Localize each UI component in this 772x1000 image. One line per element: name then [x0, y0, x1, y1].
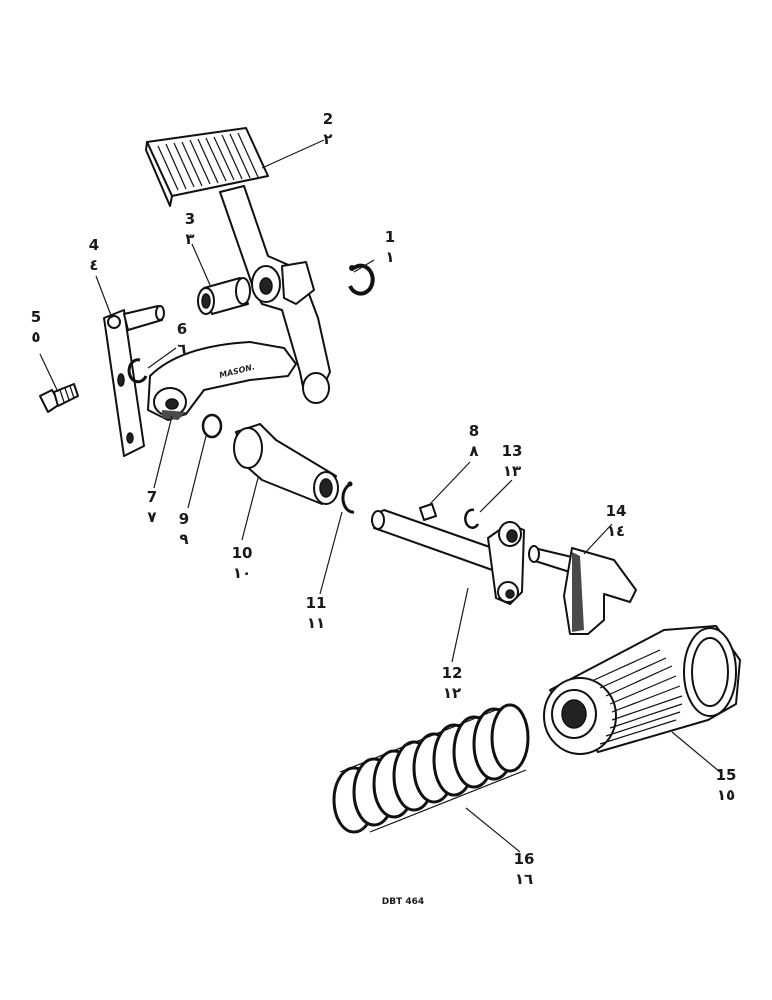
- callout-1: 1 ١: [385, 228, 395, 266]
- part-15-splined-hub: [543, 625, 741, 755]
- callout-12: 12 ١٢: [442, 664, 463, 702]
- callout-13: 13 ١٣: [502, 442, 523, 480]
- callout-number: 3: [185, 210, 195, 228]
- callout-number: 11: [306, 594, 327, 612]
- part-13-clip: [464, 508, 480, 529]
- callout-arabic: ٩: [179, 530, 188, 548]
- callout-arabic: ١: [385, 248, 394, 266]
- callout-arabic: ٣: [185, 230, 194, 248]
- callout-number: 12: [442, 664, 463, 682]
- callout-number: 1: [385, 228, 395, 246]
- callout-number: 14: [606, 502, 627, 520]
- callout-number: 9: [179, 510, 189, 528]
- part-12-cross-shaft: [371, 509, 525, 605]
- callout-arabic: ١٥: [717, 786, 735, 804]
- callout-number: 7: [147, 488, 157, 506]
- callout-number: 16: [514, 850, 535, 868]
- leader-lines: [39, 139, 721, 853]
- callout-8: 8 ٨: [469, 422, 479, 460]
- callout-arabic: ١١: [307, 614, 325, 632]
- part-1-circlip: [348, 263, 375, 296]
- part-9-ring: [201, 413, 223, 439]
- callout-4: 4 ٤: [89, 236, 99, 274]
- part-16-spring: [332, 703, 530, 834]
- callout-3: 3 ٣: [185, 210, 195, 248]
- callout-arabic: ١٤: [607, 522, 625, 540]
- part-11-circlip: [341, 481, 355, 514]
- callout-arabic: ٤: [89, 256, 98, 274]
- part-2-clutch-pedal: [145, 127, 331, 404]
- callout-number: 6: [177, 320, 187, 338]
- callout-number: 5: [31, 308, 41, 326]
- callout-11: 11 ١١: [306, 594, 327, 632]
- callout-arabic: ١٦: [515, 870, 533, 888]
- part-14-fork: [528, 545, 637, 635]
- callout-arabic: ١٢: [443, 684, 461, 702]
- callout-arabic: ٧: [147, 508, 156, 526]
- callout-arabic: ١٠: [233, 564, 251, 582]
- callout-arabic: ٢: [323, 130, 332, 148]
- callout-15: 15 ١٥: [716, 766, 737, 804]
- callout-number: 8: [469, 422, 479, 440]
- callout-arabic: ٨: [469, 442, 478, 460]
- part-8-key: [419, 503, 437, 521]
- callout-number: 2: [323, 110, 333, 128]
- callout-arabic: ٦: [177, 340, 186, 358]
- callout-number: 4: [89, 236, 99, 254]
- callout-16: 16 ١٦: [514, 850, 535, 888]
- callout-number: 10: [232, 544, 253, 562]
- callout-number: 13: [502, 442, 523, 460]
- drawing-reference: DBT 464: [382, 897, 424, 907]
- callout-2: 2 ٢: [323, 110, 333, 148]
- callout-14: 14 ١٤: [606, 502, 627, 540]
- callout-arabic: ٥: [31, 328, 40, 346]
- callout-10: 10 ١٠: [232, 544, 253, 582]
- part-7-lever: MASON.: [147, 341, 297, 421]
- part-3-bush: [197, 277, 251, 315]
- part-10-sleeve: [233, 423, 339, 505]
- part-4-link: [103, 305, 165, 457]
- callout-9: 9 ٩: [179, 510, 189, 548]
- part-5-bolt: [39, 383, 79, 413]
- callout-5: 5 ٥: [31, 308, 41, 346]
- callout-7: 7 ٧: [147, 488, 157, 526]
- callout-number: 15: [716, 766, 737, 784]
- part-6-clip: [127, 358, 148, 384]
- callout-arabic: ١٣: [503, 462, 521, 480]
- callout-6: 6 ٦: [177, 320, 187, 358]
